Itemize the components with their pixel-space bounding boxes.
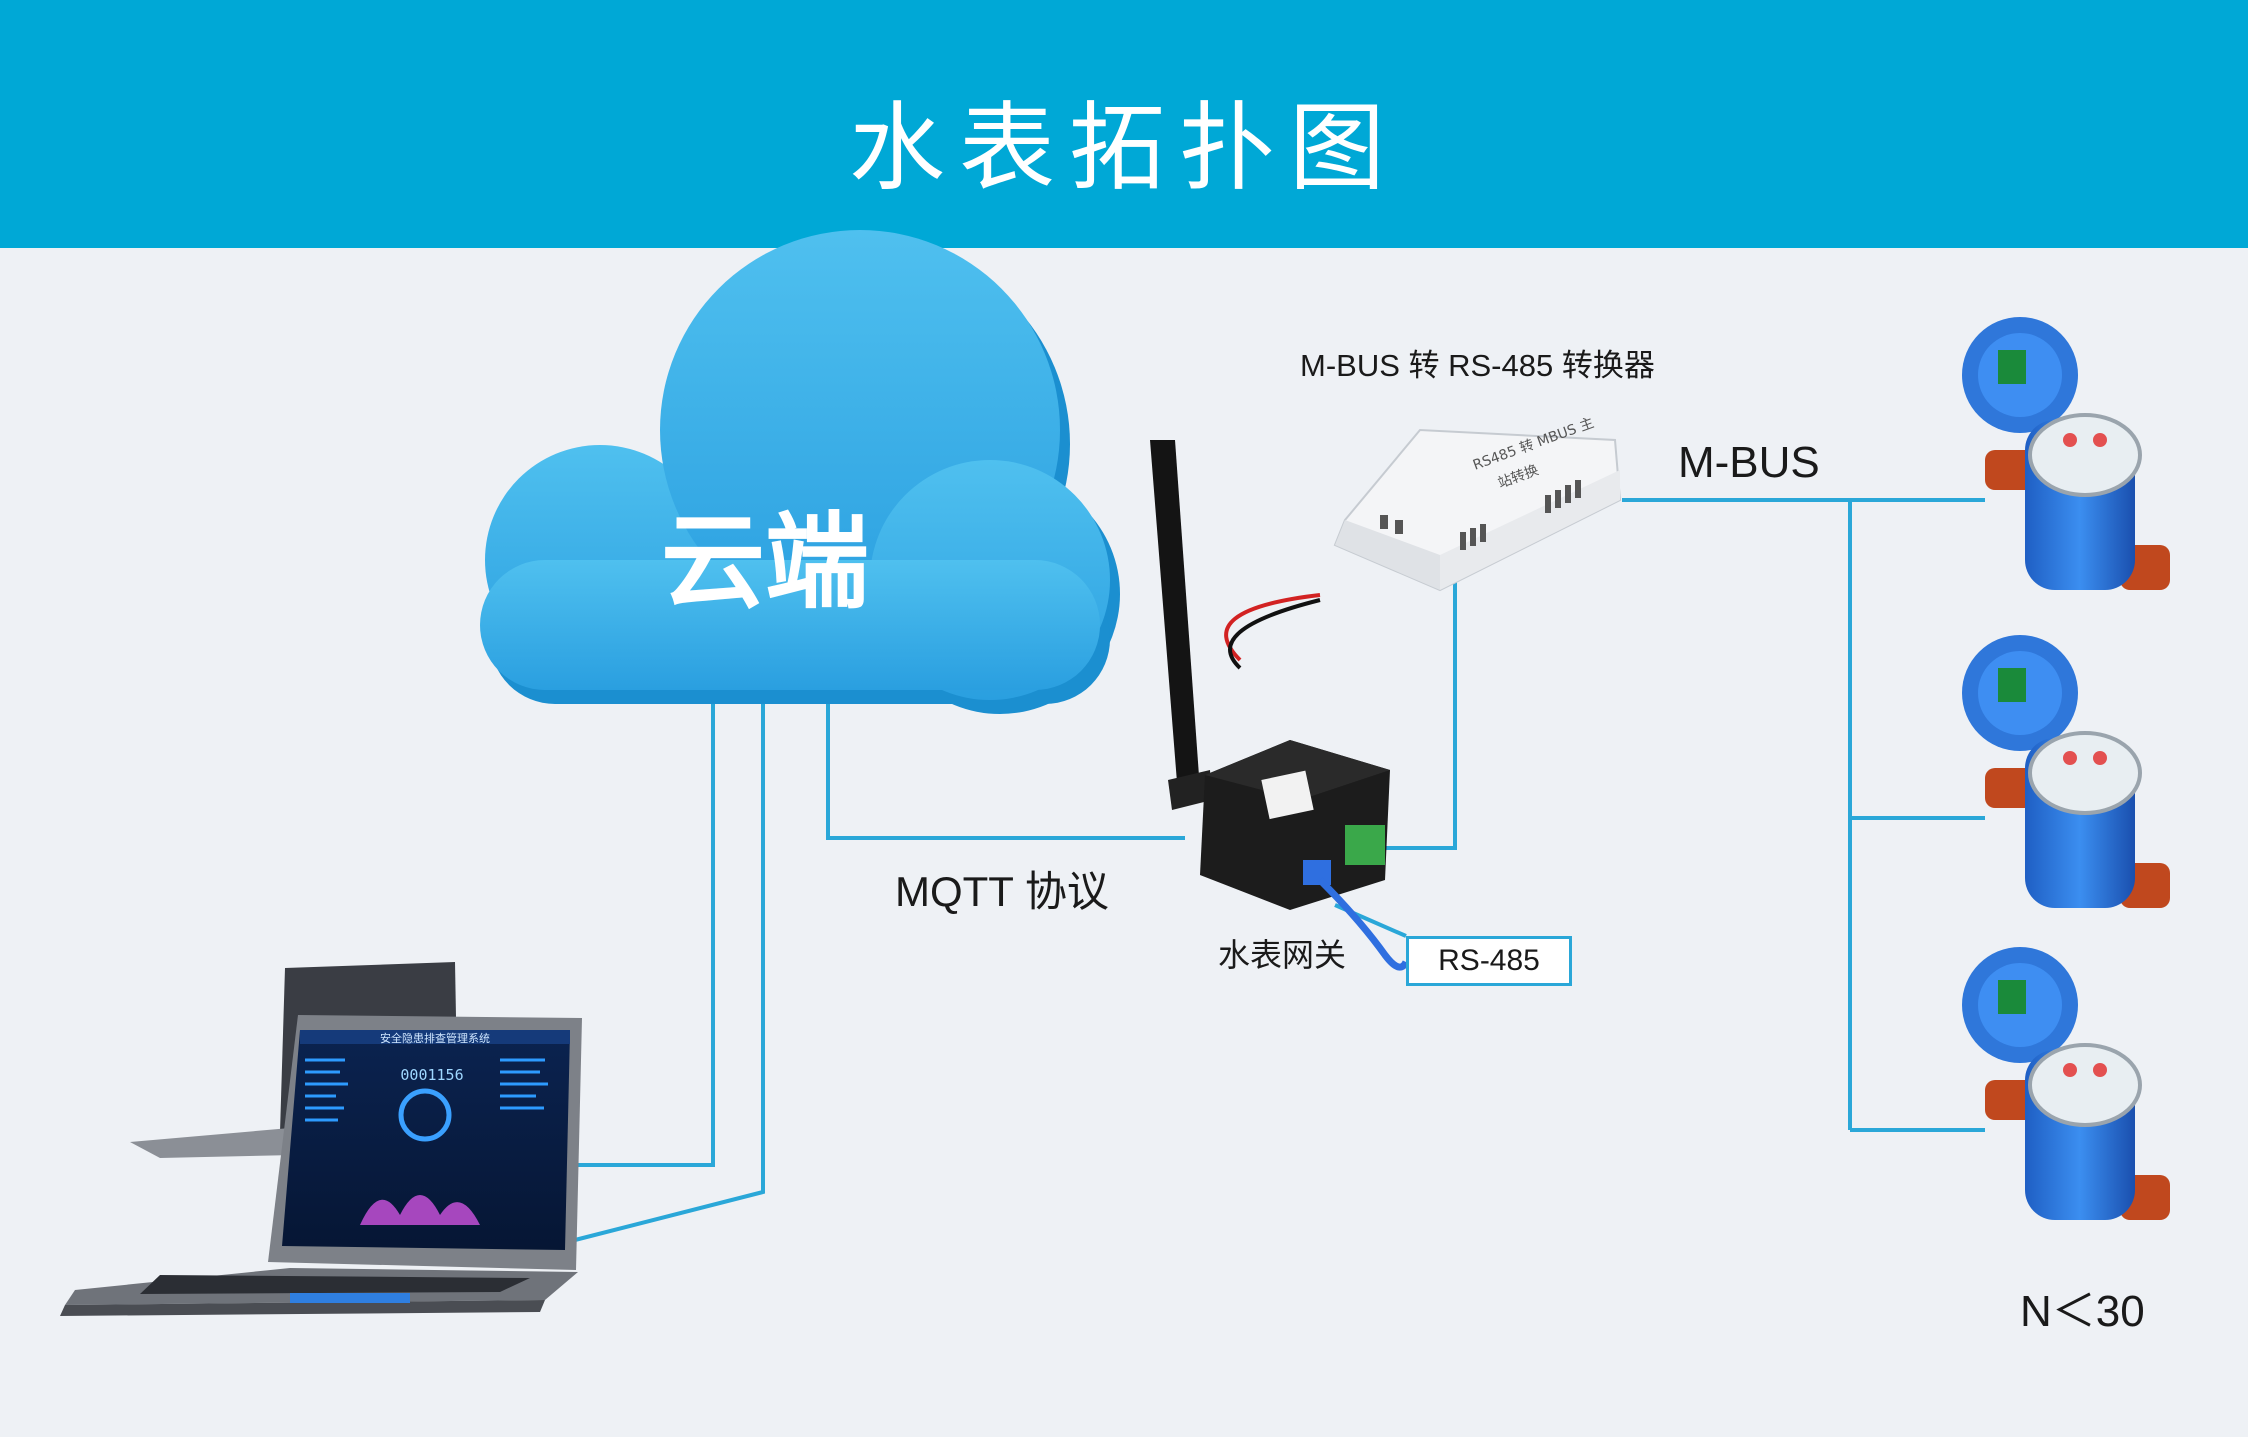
laptop-icon: 安全隐患排查管理系统 0001156: [60, 962, 582, 1316]
water-meter-2: [1962, 635, 2170, 908]
screen-counter: 0001156: [400, 1066, 463, 1084]
water-meter-3: [1962, 947, 2170, 1220]
screen-title: 安全隐患排查管理系统: [380, 1031, 490, 1045]
converter-label: M-BUS 转 RS-485 转换器: [1300, 348, 1655, 383]
front-laptop: 安全隐患排查管理系统 0001156: [60, 1015, 582, 1316]
gateway-device: [1150, 440, 1410, 971]
cloud-to-laptop-line-1: [575, 690, 715, 1167]
rs485-label: RS-485: [1438, 944, 1540, 977]
cloud-to-laptop-line-2: [574, 690, 765, 1242]
cloud-to-gateway-line: [826, 690, 1185, 840]
cloud-label: 云端: [661, 501, 869, 623]
gateway-label: 水表网关: [1218, 937, 1347, 973]
title-banner: 水表拓扑图: [0, 0, 2248, 248]
gateway-to-converter-line: [1385, 565, 1457, 850]
cloud-icon: 云端: [480, 230, 1120, 714]
mbus-label: M-BUS: [1678, 438, 1820, 487]
meter-count-label: N＜30: [2020, 1287, 2145, 1336]
converter-device: RS485 转 MBUS 主 站转换: [1333, 415, 1622, 592]
mqtt-label: MQTT 协议: [895, 868, 1109, 915]
water-meter-1: [1962, 317, 2170, 590]
page-title: 水表拓扑图: [849, 92, 1399, 204]
rs485-label-box: RS-485: [1406, 936, 1572, 986]
